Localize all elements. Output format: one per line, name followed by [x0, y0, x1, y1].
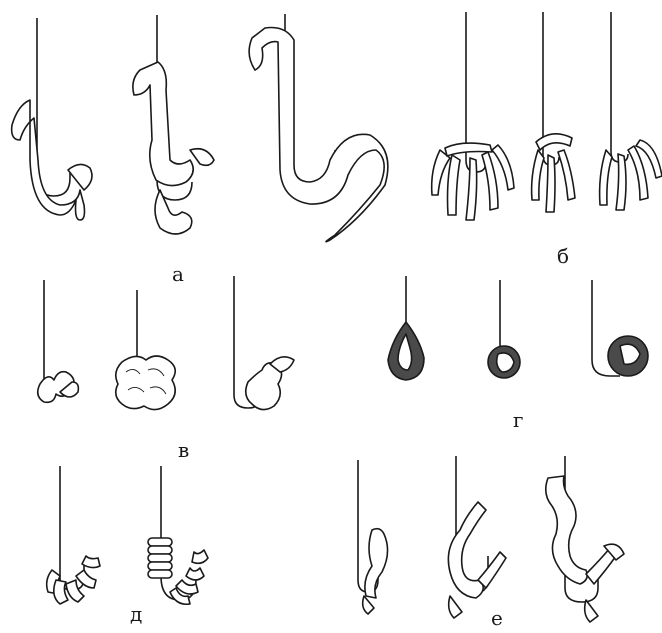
panel-e — [358, 456, 624, 622]
hook-b1 — [432, 12, 514, 220]
hook-g2 — [488, 280, 520, 378]
panel-g — [388, 276, 648, 380]
panel-v — [38, 276, 294, 410]
hook-g3 — [592, 280, 648, 376]
hook-v2 — [116, 290, 175, 410]
hook-a1 — [12, 18, 92, 220]
panel-b — [432, 12, 662, 220]
hook-g1 — [388, 276, 424, 380]
hook-e3 — [546, 456, 624, 622]
panel-a-label: а — [172, 262, 184, 286]
hook-b2 — [532, 12, 575, 212]
panel-d-label: д — [130, 602, 142, 626]
hook-b3 — [600, 12, 662, 210]
hook-e1 — [358, 460, 388, 614]
hook-d1 — [47, 466, 100, 604]
panel-v-label: в — [178, 438, 189, 462]
hook-v1 — [38, 280, 79, 402]
hook-a3 — [249, 14, 388, 242]
hook-v3 — [234, 276, 294, 410]
panel-d — [47, 466, 208, 604]
panel-g-label: г — [513, 408, 523, 432]
hook-a2 — [133, 15, 214, 234]
panel-a — [12, 14, 388, 242]
hook-d2 — [148, 466, 208, 604]
panel-e-label: е — [491, 606, 503, 630]
hook-e2 — [448, 456, 506, 618]
panel-b-label: б — [557, 244, 569, 268]
